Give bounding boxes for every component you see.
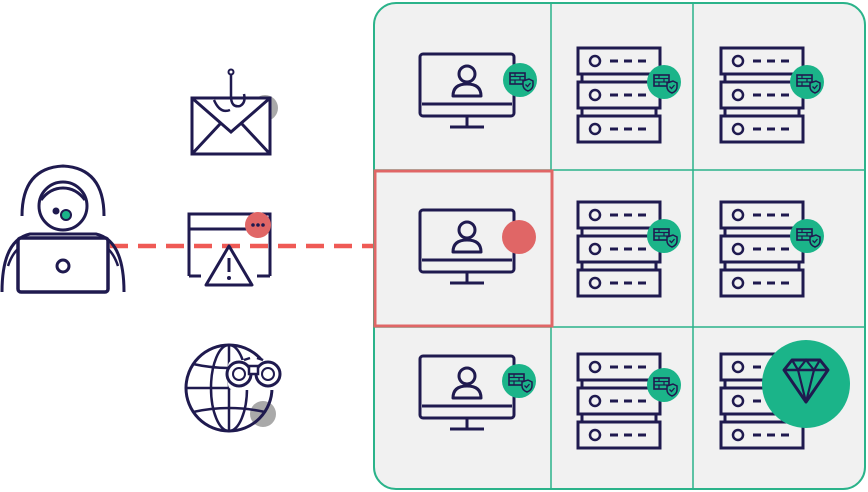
phishing-email-icon bbox=[190, 68, 278, 156]
firewall-shield-icon bbox=[502, 62, 538, 98]
firewall-shield-icon bbox=[789, 64, 825, 100]
hooded-hacker-icon bbox=[0, 164, 126, 294]
firewall-shield-icon bbox=[646, 64, 682, 100]
compromised-workstation-node bbox=[373, 169, 554, 328]
malicious-browser-warning-icon bbox=[187, 212, 272, 287]
globe-surveillance-icon bbox=[184, 343, 282, 433]
crown-jewel-diamond-icon bbox=[762, 340, 850, 428]
firewall-shield-icon bbox=[789, 218, 825, 254]
firewall-shield-icon bbox=[501, 363, 537, 399]
firewall-shield-icon bbox=[646, 367, 682, 403]
compromised-indicator bbox=[502, 220, 536, 254]
firewall-shield-icon bbox=[646, 218, 682, 254]
